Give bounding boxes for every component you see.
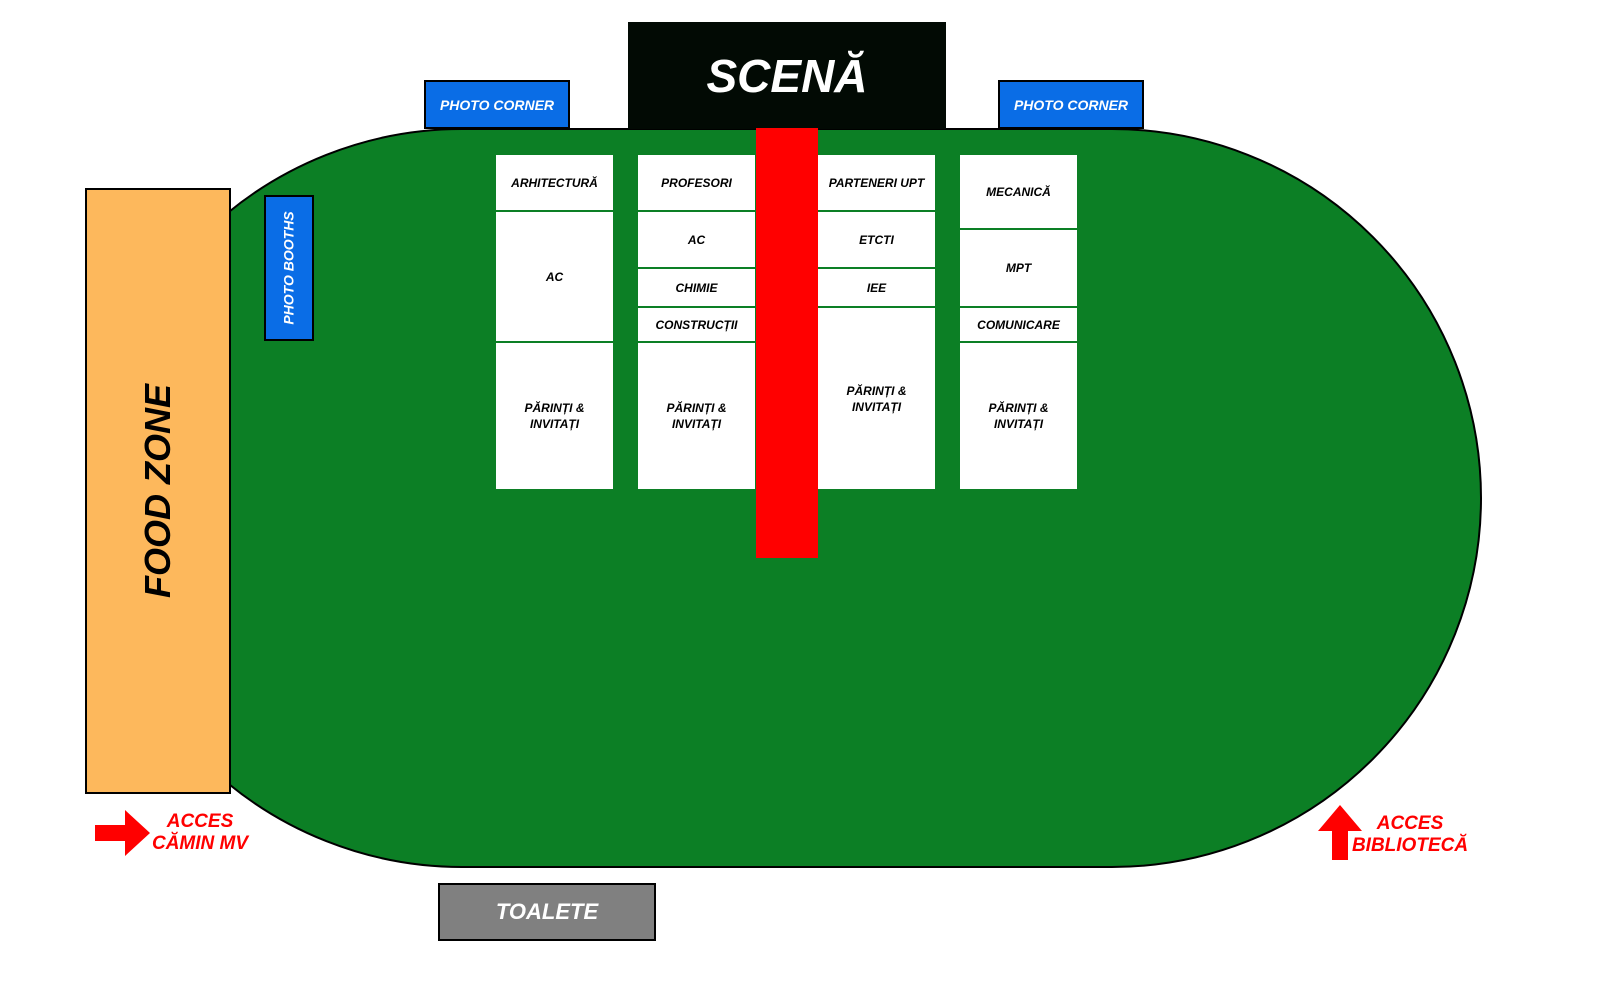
seat-block: CONSTRUCȚII	[638, 308, 755, 341]
seat-block: PROFESORI	[638, 155, 755, 210]
arrow-up-icon	[1318, 805, 1362, 860]
food-zone-label: FOOD ZONE	[137, 384, 178, 598]
access-label: ACCES	[1376, 813, 1444, 834]
stage: SCENĂ	[628, 22, 946, 129]
red-carpet-aisle	[756, 128, 818, 558]
seat-block: MPT	[960, 230, 1077, 306]
access-label: BIBLIOTECĂ	[1351, 835, 1469, 856]
arrow-right-icon	[95, 810, 150, 856]
seat-block: ETCTI	[818, 212, 935, 267]
seat-block: IEE	[818, 269, 935, 306]
seat-block: CHIMIE	[638, 269, 755, 306]
photo-corner-right: PHOTO CORNER	[998, 80, 1144, 129]
seat-block: PĂRINȚI & INVITAȚI	[960, 343, 1077, 489]
toilets: TOALETE	[438, 883, 656, 941]
photo-corner-left: PHOTO CORNER	[424, 80, 570, 129]
food-zone: FOOD ZONE	[85, 188, 231, 794]
seat-block: AC	[496, 212, 613, 341]
seat-block: ARHITECTURĂ	[496, 155, 613, 210]
seat-block: PĂRINȚI & INVITAȚI	[496, 343, 613, 489]
seat-block: COMUNICARE	[960, 308, 1077, 341]
seat-block: PĂRINȚI & INVITAȚI	[638, 343, 755, 489]
photo-booths: PHOTO BOOTHS	[264, 195, 314, 341]
seat-block: AC	[638, 212, 755, 267]
seat-block: PARTENERI UPT	[818, 155, 935, 210]
access-label: ACCES	[166, 811, 234, 832]
seat-block: PĂRINȚI & INVITAȚI	[818, 308, 935, 489]
access-biblioteca: ACCES BIBLIOTECĂ	[1352, 813, 1468, 857]
photo-booths-label: PHOTO BOOTHS	[281, 211, 297, 325]
seat-block: MECANICĂ	[960, 155, 1077, 228]
access-label: CĂMIN MV	[151, 833, 249, 854]
access-camin-mv: ACCES CĂMIN MV	[150, 811, 250, 855]
